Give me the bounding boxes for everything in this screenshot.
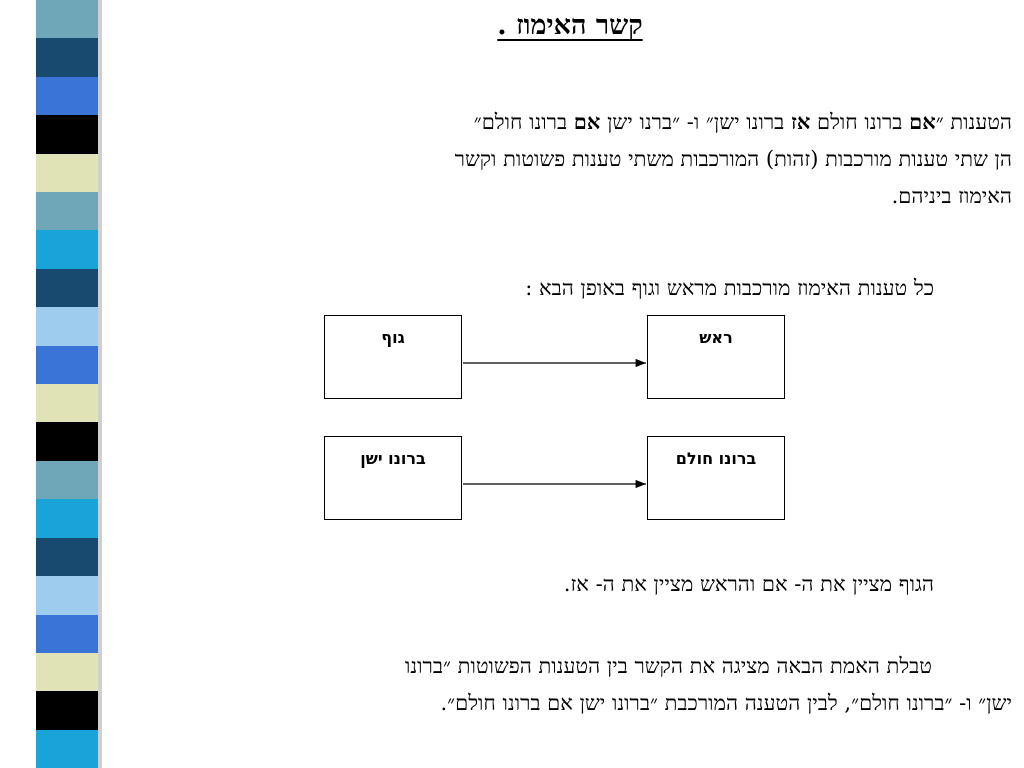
paragraph-2: כל טענות האימוז מורכבות מראש וגוף באופן …: [525, 276, 934, 300]
decorative-color-strip: [36, 0, 98, 768]
strip-segment: [36, 268, 98, 308]
diagram-box-bruno-sleeps: ברונו ישן: [324, 436, 462, 520]
paragraph-1: הטענות ״אם ברונו חולם אז ברונו ישן״ ו- ״…: [455, 103, 1012, 215]
strip-segment: [36, 76, 98, 116]
diagram-box-head-label: ראש: [699, 328, 733, 347]
diagram-box-head: ראש: [647, 315, 785, 399]
diagram-box-bruno-sleeps-label: ברונו ישן: [360, 449, 426, 468]
strip-segment: [36, 192, 98, 231]
paragraph-4: טבלת האמת הבאה מציגה את הקשר בין הטענות …: [405, 648, 1012, 722]
strip-segment: [36, 422, 98, 461]
strip-segment: [36, 153, 98, 193]
strip-segment: [36, 537, 98, 577]
strip-segment: [36, 0, 98, 39]
diagram-box-bruno-dreams: ברונו חולם: [647, 436, 785, 520]
strip-segment: [36, 115, 98, 154]
paragraph-1-line-2: הן שתי טענות מורכבות (זהות) המורכבות משת…: [454, 147, 1012, 171]
strip-segment: [36, 614, 98, 653]
strip-segment: [36, 38, 98, 77]
strip-segment: [36, 460, 98, 500]
diagram-box-bruno-dreams-label: ברונו חולם: [675, 449, 757, 468]
paragraph-3: הגוף מציין את ה- אם והראש מציין את ה- אז…: [563, 572, 934, 596]
strip-shadow: [98, 0, 102, 768]
paragraph-4-line-2: ישן״ ו- ״ברונו חולם״, לבין הטענה המורכבת…: [440, 691, 1012, 715]
strip-segment: [36, 652, 98, 692]
strip-segment: [36, 729, 98, 768]
paragraph-1-line-1: הטענות ״אם ברונו חולם אז ברונו ישן״ ו- ״…: [473, 109, 1012, 134]
strip-segment: [36, 345, 98, 385]
strip-segment: [36, 307, 98, 346]
strip-segment: [36, 499, 98, 538]
paragraph-4-line-1: טבלת האמת הבאה מציגה את הקשר בין הטענות …: [404, 654, 932, 678]
strip-segment: [36, 230, 98, 269]
strip-segment: [36, 576, 98, 615]
diagram-box-body-label: גוף: [381, 328, 405, 347]
keyword-then: אז: [790, 109, 811, 134]
paragraph-1-line-3: האימוז ביניהם.: [891, 184, 1012, 208]
page-title: קשר האימוז .: [497, 10, 643, 41]
keyword-if: אם: [909, 109, 936, 134]
keyword-if: אם: [573, 109, 601, 134]
diagram-box-body: גוף: [324, 315, 462, 399]
strip-segment: [36, 691, 98, 730]
strip-segment: [36, 384, 98, 423]
